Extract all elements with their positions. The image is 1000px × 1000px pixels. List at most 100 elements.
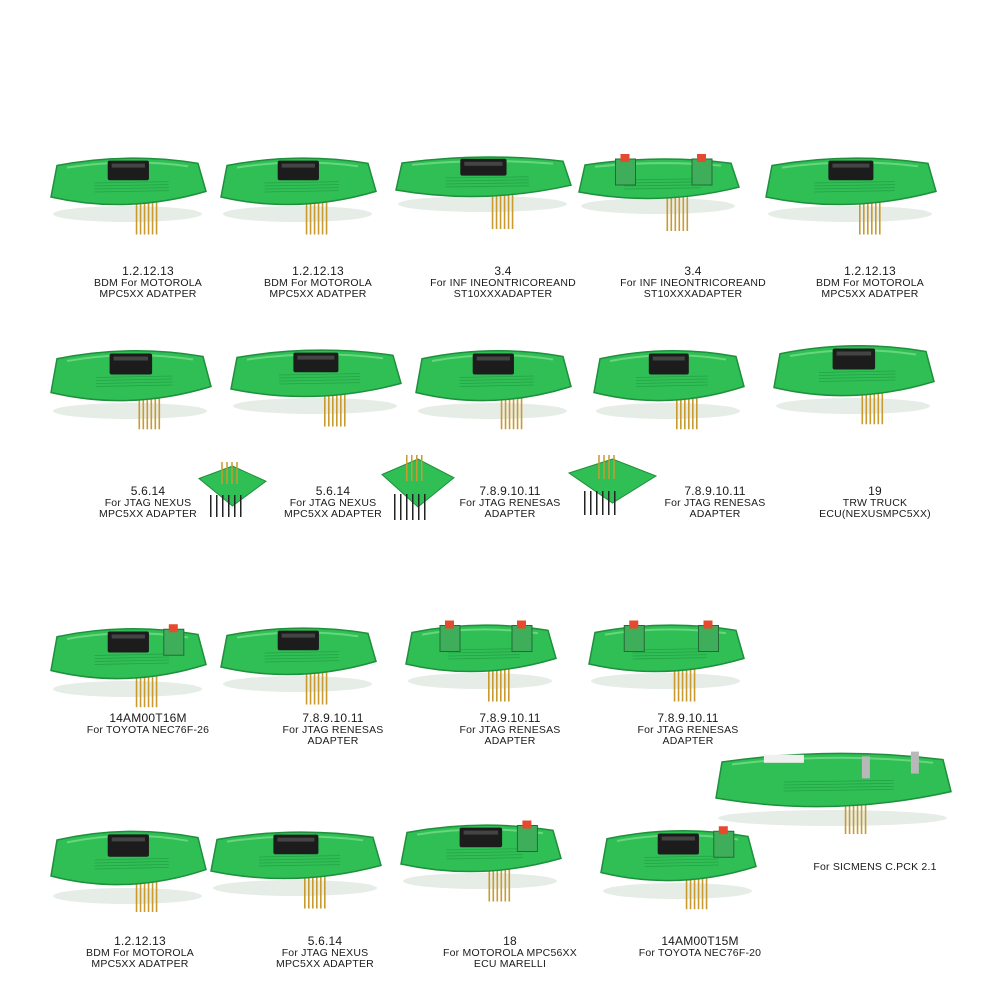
pcb-board	[50, 157, 207, 206]
adapter-board	[50, 624, 207, 708]
pcb-board	[50, 830, 207, 886]
adapter-board	[578, 154, 740, 231]
adapter-description: For INF INEONTRICOREAND	[430, 277, 576, 289]
gold-pins-icon	[861, 376, 884, 425]
pcb-board	[50, 350, 212, 402]
adapter-number: 7.8.9.10.11	[479, 711, 541, 725]
adapter-description: ADAPTER	[484, 735, 536, 747]
adapter-number: 1.2.12.13	[122, 264, 174, 278]
adapter-caption: For SICMENS C.PCK 2.1	[800, 862, 950, 873]
adapter-description: MPC5XX ADATPER	[99, 288, 197, 300]
gold-pins-icon	[488, 853, 511, 902]
adapter-description: BDM For MOTOROLA	[263, 277, 372, 289]
adapter-board	[593, 350, 745, 430]
adapter-description: For JTAG RENESAS	[664, 497, 766, 509]
adapter-number: 3.4	[684, 264, 702, 278]
adapter-board	[220, 157, 377, 235]
pcb-board	[395, 156, 572, 198]
screw-terminal-icon	[615, 154, 713, 186]
adapter-board	[400, 820, 562, 902]
adapter-description: ST10XXXADAPTER	[453, 288, 553, 300]
adapter-description: MPC5XX ADAPTER	[276, 958, 374, 970]
adapter-description: BDM For MOTOROLA	[85, 947, 194, 959]
adapter-description: For JTAG NEXUS	[281, 947, 369, 959]
adapter-board	[50, 830, 207, 912]
adapter-number: 5.6.14	[130, 484, 166, 498]
adapter-board	[773, 345, 935, 425]
screw-terminal-icon	[439, 620, 533, 652]
adapter-description: ADAPTER	[662, 735, 714, 747]
pin-header-connector-icon	[277, 160, 319, 181]
gold-pins-icon	[500, 381, 523, 430]
pin-header-connector-icon	[109, 353, 153, 375]
screw-terminal-icon	[516, 820, 538, 852]
pin-header-connector-icon	[107, 834, 149, 857]
pin-header-connector-icon	[828, 160, 874, 181]
pcb-board	[415, 350, 572, 402]
adapter-board	[415, 350, 572, 430]
pcb-board	[230, 349, 402, 398]
pcb-board	[220, 627, 377, 676]
adapter-description: MPC5XX ADATPER	[91, 958, 189, 970]
gold-pins-icon	[488, 653, 510, 702]
blade-terminal-icon	[763, 751, 919, 779]
adapter-description: BDM For MOTOROLA	[93, 277, 202, 289]
adapter-number: 5.6.14	[307, 934, 343, 948]
adapter-description: For JTAG NEXUS	[104, 497, 192, 509]
adapter-board	[588, 620, 745, 702]
gold-pins-icon	[305, 656, 328, 705]
adapter-board	[715, 751, 952, 834]
adapter-description: ST10XXXADAPTER	[643, 288, 743, 300]
pcb-board	[765, 157, 937, 206]
pin-header-connector-icon	[648, 353, 689, 375]
daughter-board-icon	[381, 455, 455, 520]
adapter-description: For JTAG RENESAS	[459, 724, 561, 736]
adapter-description: BDM For MOTOROLA	[815, 277, 924, 289]
daughter-board-icon	[198, 462, 267, 517]
pin-header-connector-icon	[459, 827, 503, 848]
adapter-description: For JTAG RENESAS	[459, 497, 561, 509]
gold-pins-icon	[305, 186, 328, 235]
adapter-number: 1.2.12.13	[844, 264, 896, 278]
adapter-board	[230, 349, 402, 427]
adapter-description: For TOYOTA NEC76F-20	[638, 947, 762, 959]
gold-pins-icon	[859, 186, 881, 235]
adapter-number: 1.2.12.13	[114, 934, 166, 948]
adapter-description: For SICMENS C.PCK 2.1	[813, 861, 937, 873]
adapter-description: MPC5XX ADAPTER	[284, 508, 382, 520]
screw-terminal-icon	[163, 624, 185, 656]
pin-header-connector-icon	[277, 630, 319, 651]
gold-pins-icon	[138, 381, 161, 430]
gold-pins-icon	[491, 181, 514, 229]
gold-pins-icon	[135, 186, 158, 235]
pcb-board	[773, 345, 935, 397]
gold-pins-icon	[844, 786, 867, 834]
adapter-board	[50, 350, 212, 430]
adapter-description: ADAPTER	[307, 735, 359, 747]
pin-header-connector-icon	[832, 348, 876, 370]
pin-header-connector-icon	[657, 833, 699, 855]
adapter-description: MPC5XX ADATPER	[269, 288, 367, 300]
adapter-description: For INF INEONTRICOREAND	[620, 277, 766, 289]
pin-header-connector-icon	[107, 631, 149, 653]
adapter-number: 7.8.9.10.11	[302, 711, 364, 725]
adapter-description: For JTAG RENESAS	[637, 724, 739, 736]
adapter-description: ECU(NEXUSMPC5XX)	[819, 508, 931, 520]
adapter-description: MPC5XX ADAPTER	[99, 508, 197, 520]
adapter-board	[600, 826, 757, 910]
pin-header-connector-icon	[460, 158, 507, 176]
adapter-description: TRW TRUCK	[842, 497, 908, 509]
gold-pins-icon	[666, 183, 689, 231]
adapter-description: For JTAG RENESAS	[282, 724, 384, 736]
gold-pins-icon	[304, 860, 326, 909]
adapter-number: 3.4	[494, 264, 512, 278]
